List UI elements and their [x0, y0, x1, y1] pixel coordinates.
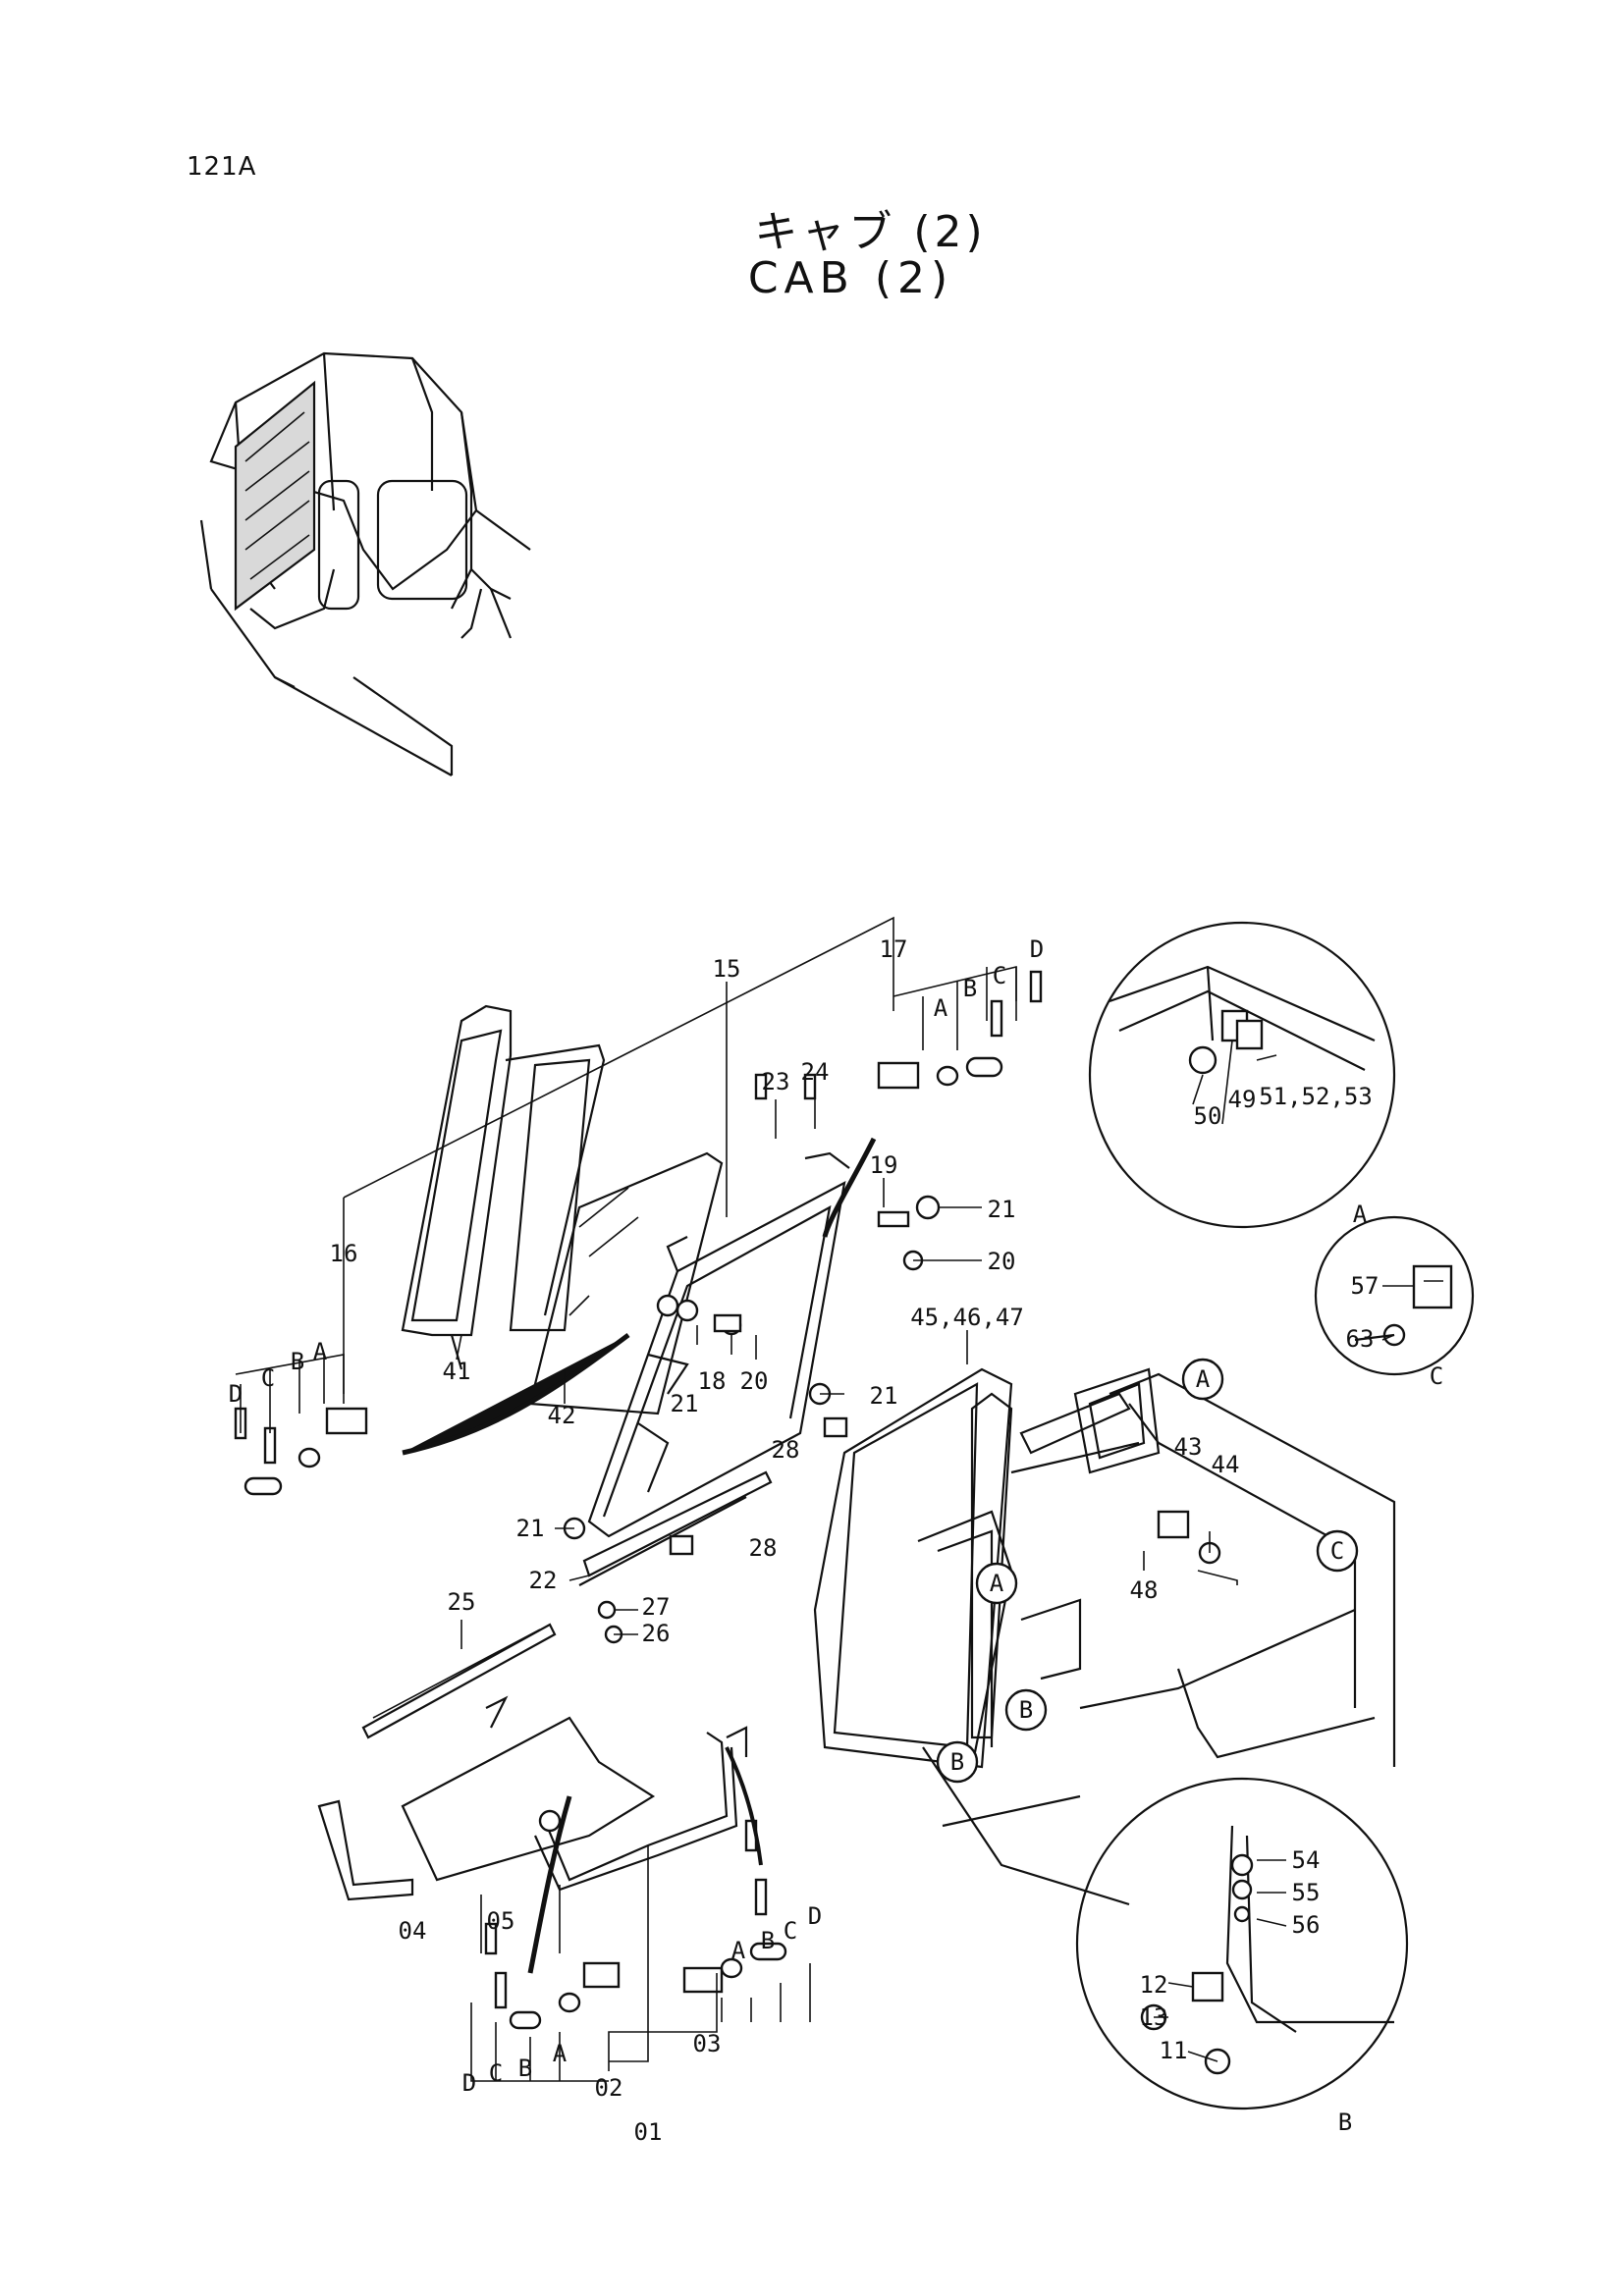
label-23: 25 — [448, 1588, 476, 1616]
window-frame-41 — [401, 1004, 606, 1370]
label-44: 44 — [1212, 1451, 1240, 1478]
letter-a-02: A — [553, 2040, 568, 2067]
diagram-title-jp: キャブ (2) — [754, 207, 987, 257]
view-marker-b-1 — [1004, 1688, 1048, 1732]
detail-circle-c — [1314, 1215, 1475, 1376]
view-marker-b-2 — [936, 1740, 979, 1784]
label-21d: 21 — [516, 1515, 545, 1542]
label-55: 55 — [1292, 1879, 1321, 1906]
label-49: 49 — [1228, 1086, 1257, 1113]
label-45-46-47: 48 — [1130, 1576, 1159, 1604]
door-frame-15 — [587, 1151, 850, 1538]
letter-d-03: D — [808, 1902, 822, 1930]
label-28b: 28 — [749, 1534, 778, 1562]
hardware-parts — [234, 970, 1221, 2030]
marker-letter-b-1: B — [1019, 1696, 1033, 1724]
diagram-title-en: CAB (2) — [747, 253, 954, 303]
letter-a-03: A — [731, 1937, 746, 1964]
view-marker-a-1 — [1181, 1358, 1224, 1401]
leader-lines — [235, 916, 1414, 2082]
window-glass-42 — [528, 1151, 724, 1415]
label-25: 27 — [642, 1593, 671, 1621]
label-57: 57 — [1351, 1272, 1380, 1300]
marker-letter-a-2: A — [990, 1570, 1004, 1597]
detail-circle-a — [1088, 921, 1396, 1229]
letter-c-02: C — [489, 2059, 503, 2087]
letter-a-17: A — [934, 994, 948, 1022]
cab-body — [813, 1367, 1396, 1906]
label-41: 41 — [443, 1358, 471, 1385]
label-15: 15 — [713, 955, 741, 983]
label-11: 11 — [1160, 2037, 1188, 2064]
label-21b: 21 — [671, 1390, 699, 1417]
label-51-52-53: 51,52,53 — [1259, 1083, 1373, 1110]
marker-letter-a-1: A — [1196, 1365, 1211, 1393]
label-16: 16 — [330, 1240, 358, 1267]
label-13: 13 — [1140, 2003, 1168, 2031]
letter-b-03: B — [761, 1927, 775, 1954]
view-marker-c — [1316, 1529, 1359, 1573]
label-48: 45,46,47 — [910, 1304, 1024, 1331]
label-63: 63 — [1346, 1325, 1375, 1353]
label-04: 04 — [399, 1917, 427, 1945]
label-12: 12 — [1140, 1971, 1168, 1999]
label-24: 26 — [642, 1620, 671, 1647]
label-20b: 20 — [740, 1367, 769, 1395]
label-42: 42 — [548, 1402, 576, 1429]
detail-caption-c: C — [1430, 1362, 1443, 1390]
marker-letter-c: C — [1330, 1537, 1344, 1565]
detail-circle-b — [1075, 1777, 1409, 2110]
marker-letter-b-2: B — [950, 1748, 964, 1776]
label-20a: 20 — [988, 1248, 1016, 1275]
letter-b-16: B — [291, 1348, 304, 1375]
letter-a-16: A — [313, 1338, 328, 1365]
label-21a: 21 — [988, 1196, 1016, 1223]
label-21c: 21 — [870, 1382, 898, 1410]
letter-b-02: B — [518, 2055, 532, 2082]
detail-caption-b: B — [1338, 2109, 1352, 2136]
label-26: 23 — [762, 1068, 790, 1095]
label-22: 22 — [529, 1567, 558, 1594]
label-18: 18 — [698, 1367, 727, 1395]
cab-overview-illustration — [199, 351, 531, 776]
view-marker-a-2 — [975, 1562, 1018, 1605]
letter-b-17: B — [963, 975, 977, 1002]
page-code: 121A — [187, 152, 257, 182]
rail-strips-22-23 — [361, 1470, 773, 1739]
label-01: 01 — [634, 2118, 663, 2146]
label-56: 56 — [1292, 1911, 1321, 1939]
label-19: 19 — [870, 1151, 898, 1179]
label-43: 43 — [1174, 1433, 1203, 1461]
callout-labels: 15 17 16 41 42 23 24 19 21 20 18 20 21 2… — [229, 935, 1443, 2146]
label-17: 17 — [880, 935, 908, 963]
letter-d-16: D — [229, 1380, 243, 1408]
label-28a: 28 — [772, 1436, 800, 1464]
letter-c-17: C — [993, 962, 1006, 989]
detail-caption-a: A — [1353, 1201, 1368, 1228]
view-markers — [936, 1358, 1359, 1784]
letter-c-16: C — [261, 1364, 275, 1392]
label-03: 03 — [693, 2030, 722, 2057]
label-50: 50 — [1194, 1102, 1222, 1130]
letter-d-17: D — [1030, 935, 1044, 963]
label-27: 24 — [801, 1058, 830, 1086]
label-02: 02 — [595, 2074, 623, 2102]
letter-d-02: D — [462, 2069, 476, 2097]
letter-c-03: C — [784, 1917, 797, 1945]
label-05: 05 — [487, 1907, 515, 1935]
label-54: 54 — [1292, 1846, 1321, 1874]
